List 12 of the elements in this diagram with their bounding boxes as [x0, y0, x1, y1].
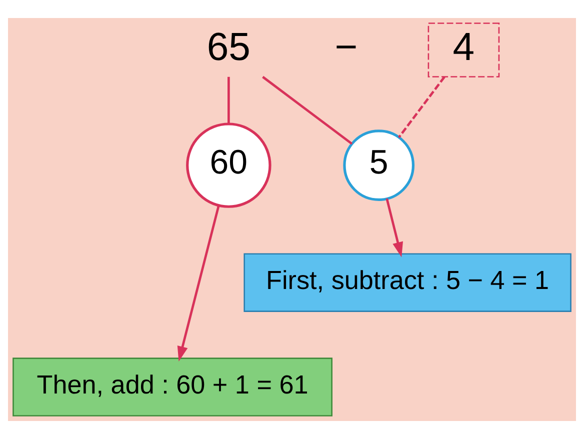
- node-box: Then, add : 60 + 1 = 61: [12, 358, 332, 416]
- label: −: [334, 26, 358, 69]
- connector: [262, 76, 353, 145]
- node-box: First, subtract : 5 − 4 = 1: [244, 253, 572, 312]
- arrow: [177, 206, 220, 362]
- connector: [398, 76, 446, 138]
- connector: [228, 76, 230, 124]
- node-circle: 60: [186, 122, 272, 208]
- node-box: 4: [428, 22, 500, 78]
- node-text: 65: [206, 26, 250, 69]
- node-circle: 5: [343, 130, 415, 201]
- arrow: [386, 198, 403, 258]
